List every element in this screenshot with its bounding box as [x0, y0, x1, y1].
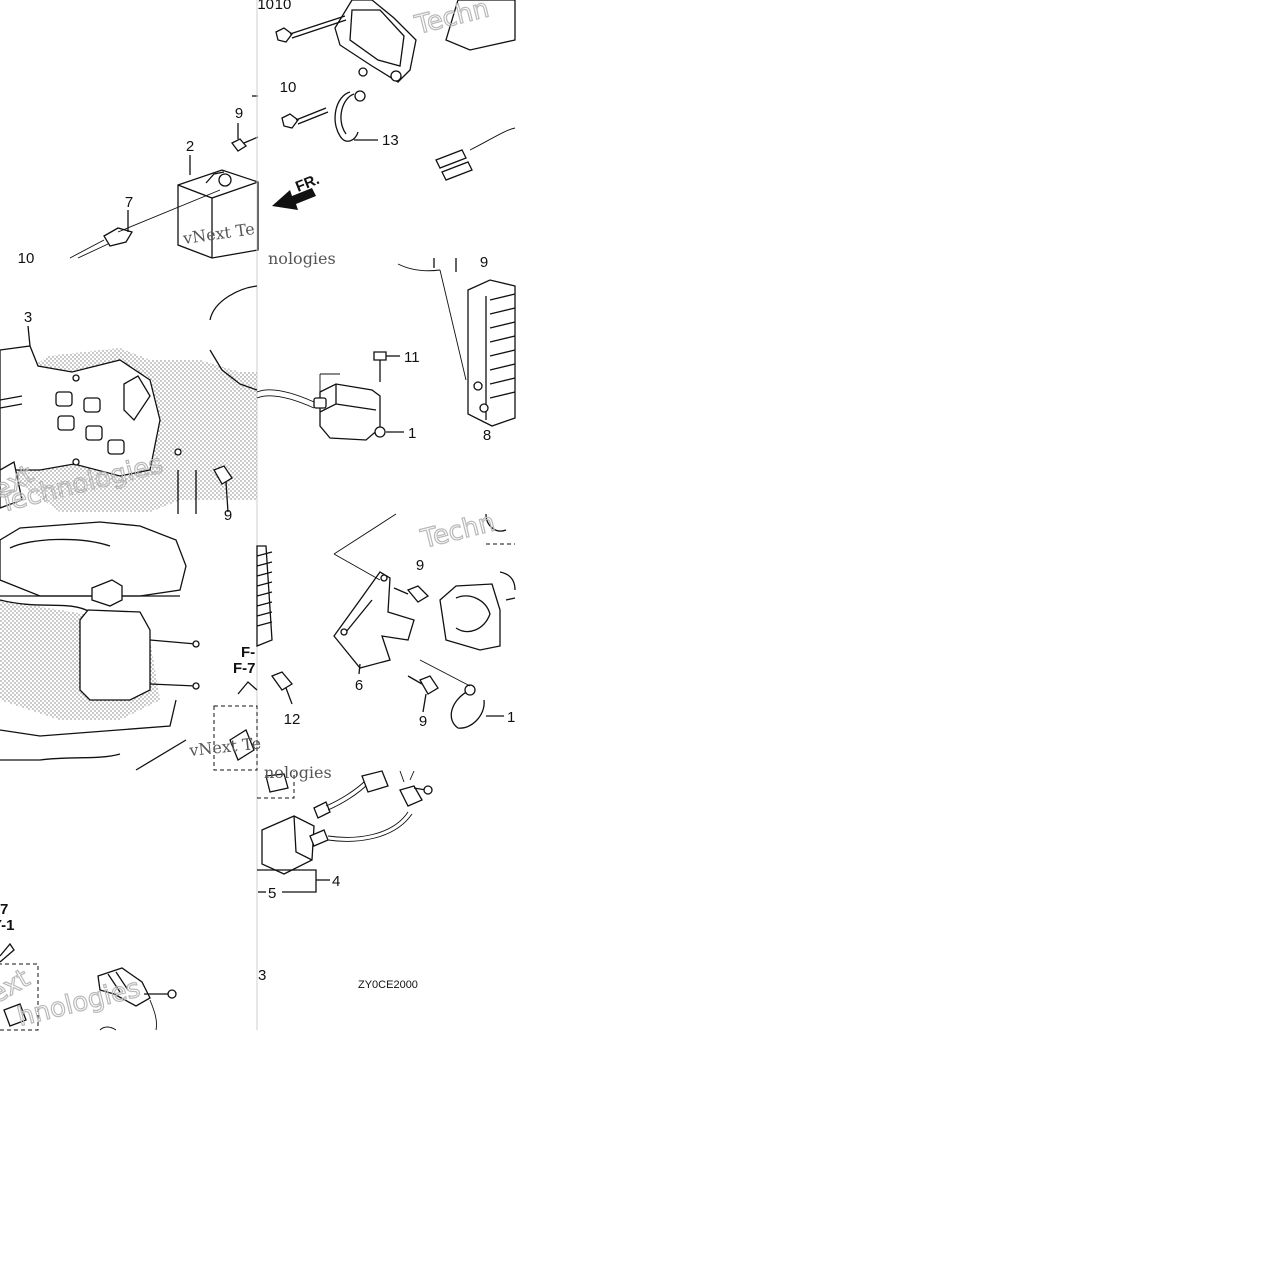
callout-label: 10 [18, 250, 35, 267]
callout-label: 13 [382, 132, 399, 149]
tile-a-igniter-bracket [69, 95, 259, 259]
callout-label: 10 [275, 0, 292, 13]
watermark-text: nologies [264, 763, 332, 782]
callout-label: 9 [416, 557, 424, 574]
callout-label: 9 [480, 254, 488, 271]
callout-label: 6 [355, 677, 363, 694]
callout-label: 9 [235, 105, 243, 122]
callout-label: 1 [507, 709, 515, 726]
callout-label: 8 [483, 427, 491, 444]
callout-label: 1 [408, 425, 416, 442]
watermark-text: nologies [268, 249, 336, 268]
callout-label: 3 [24, 309, 32, 326]
callout-label: 7 [125, 194, 133, 211]
watermark-text: hnologies [14, 973, 143, 1032]
callout-label: 4 [332, 873, 340, 890]
tile-f-bracket-clamp [256, 513, 516, 729]
callout-label: 3 [258, 967, 266, 984]
callout-label: 5 [268, 885, 276, 902]
reference-label: F- [241, 644, 255, 661]
callout-label: 2 [186, 138, 194, 155]
reference-label: 7 [0, 901, 8, 918]
diagram-code: ZY0CE2000 [358, 979, 418, 991]
watermark-text: Techn [417, 508, 498, 555]
watermark-text: vNext Te [187, 734, 262, 761]
tile-b-mounting-plate [272, 0, 516, 210]
callout-label: 10 [257, 0, 274, 13]
tile-d-ignition-coil [256, 258, 516, 441]
tile-c-engine-plate [0, 285, 258, 514]
callout-label: 10 [280, 79, 297, 96]
callout-label: 9 [224, 507, 232, 524]
callout-label: 11 [404, 349, 420, 366]
tile-e-engine-block [0, 521, 258, 771]
callout-label: 9 [419, 713, 427, 730]
reference-label: F-7 [233, 660, 256, 677]
tile-h-ignition-coil-leads [257, 770, 433, 893]
front-direction-label: FR. [293, 171, 322, 196]
tile-g-spark-plug-cap [0, 942, 177, 1031]
reference-label: Y-1 [0, 917, 15, 934]
callout-label: 12 [284, 711, 301, 728]
